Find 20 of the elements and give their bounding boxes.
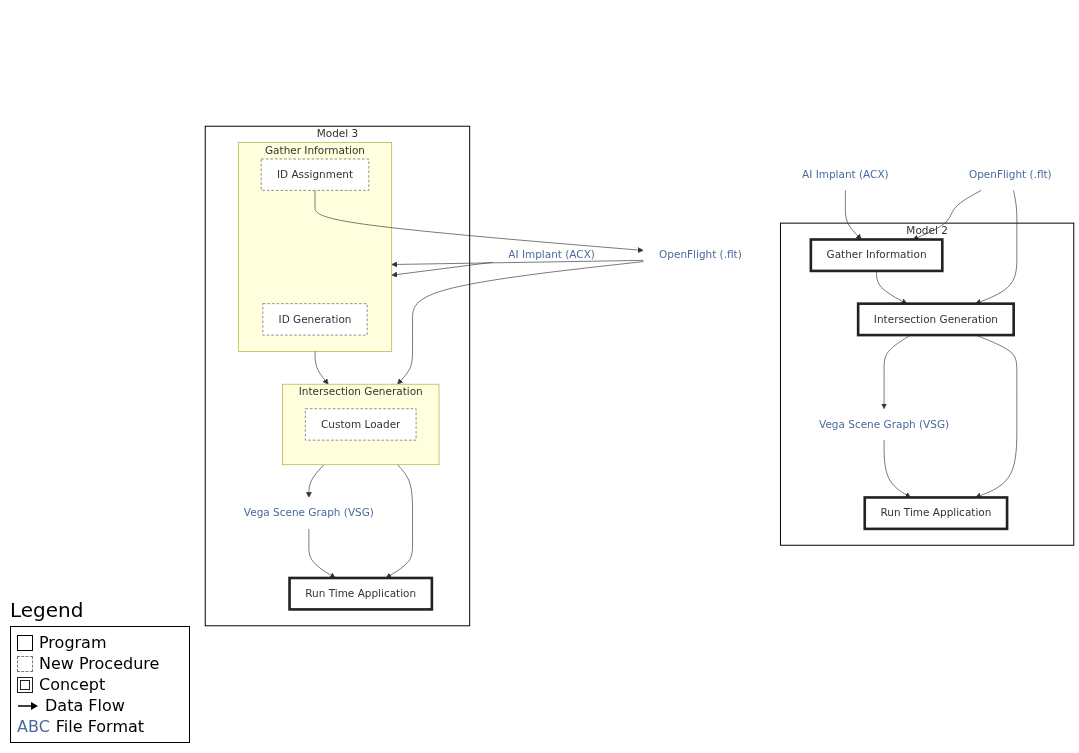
node-box: Intersection Generation xyxy=(856,302,1015,337)
node-box: Run Time Application xyxy=(288,577,434,612)
node-box: ID Assignment xyxy=(260,159,370,192)
node-box: ID Generation xyxy=(262,303,368,336)
node-box: Gather Information xyxy=(809,238,944,273)
node-text: OpenFlight (.flt) xyxy=(968,168,1052,182)
legend-text: New Procedure xyxy=(39,654,160,673)
node-box: Run Time Application xyxy=(863,496,1009,531)
legend-text: Program xyxy=(39,633,107,652)
legend-text: Data Flow xyxy=(45,696,125,715)
node-text: OpenFlight (.flt) xyxy=(659,249,742,262)
legend-text: Concept xyxy=(39,675,106,694)
node-box: Custom Loader xyxy=(305,408,417,441)
node-text: AI Implant (ACX) xyxy=(508,249,595,262)
legend-title: Legend xyxy=(10,598,85,622)
legend-text: File Format xyxy=(55,717,145,736)
node-text: Vega Scene Graph (VSG) xyxy=(243,507,374,520)
node-text: Vega Scene Graph (VSG) xyxy=(819,418,950,431)
node-text: AI Implant (ACX) xyxy=(802,168,889,182)
file-format-sample: ABC xyxy=(17,717,50,736)
